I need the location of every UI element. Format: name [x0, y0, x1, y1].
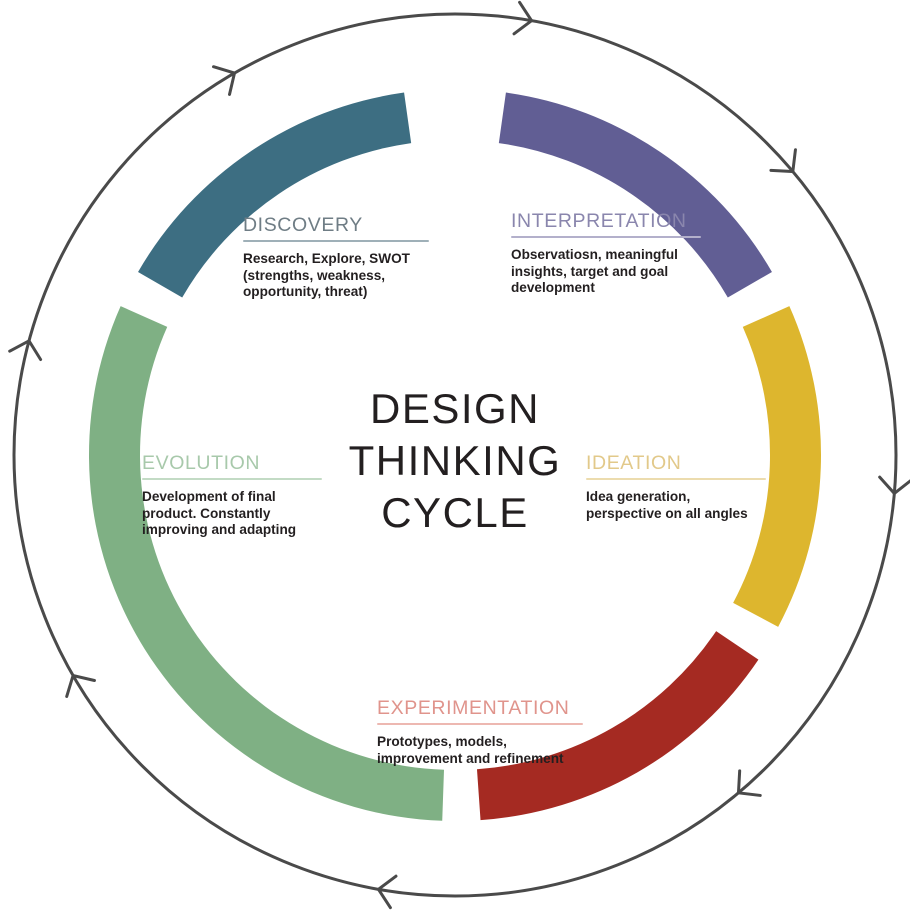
- stage-arc-interpretation[interactable]: [498, 92, 772, 298]
- ring-arrow-icon: [212, 65, 237, 96]
- center-title: DESIGN THINKING CYCLE: [305, 383, 605, 539]
- stage-body-line: development: [511, 280, 595, 295]
- center-title-line-2: THINKING: [348, 437, 562, 484]
- outer-ring: [8, 0, 910, 910]
- stage-body-evolution: Development of final product. Constantly…: [142, 489, 322, 539]
- ring-arrow-icon: [878, 475, 910, 496]
- stage-body-line: Development of final: [142, 489, 276, 504]
- stage-label-ideation: IDEATION Idea generation, perspective on…: [586, 452, 766, 522]
- stage-title-evolution: EVOLUTION: [142, 452, 261, 474]
- stage-arc-experimentation[interactable]: [476, 631, 759, 821]
- stage-title-discovery: DISCOVERY: [243, 214, 363, 236]
- stage-body-line: insights, target and goal: [511, 263, 669, 279]
- stage-arc-evolution[interactable]: [89, 306, 445, 821]
- stage-body-line: improvement and refinement: [377, 750, 564, 766]
- stage-label-interpretation: INTERPRETATION Observatiosn, meaningful …: [511, 210, 701, 297]
- stage-body-line: perspective on all angles: [586, 505, 748, 521]
- outer-ring-circle: [12, 12, 898, 898]
- stage-body-ideation: Idea generation, perspective on all angl…: [586, 489, 766, 522]
- stage-body-line: improving and adapting: [142, 522, 297, 537]
- stage-rule-interpretation: [511, 236, 701, 238]
- ring-arrow-icon: [65, 673, 96, 698]
- stage-rule-evolution: [142, 478, 322, 480]
- stage-body-line: Observatiosn, meaningful: [511, 247, 678, 262]
- stage-rule-experimentation: [377, 723, 583, 725]
- stage-body-experimentation: Prototypes, models, improvement and refi…: [377, 734, 583, 767]
- stage-body-line: (strengths, weakness,: [243, 267, 386, 283]
- stage-title-ideation: IDEATION: [586, 452, 682, 474]
- ring-arrow-icon: [769, 148, 797, 174]
- stage-label-evolution: EVOLUTION Development of final product. …: [142, 452, 322, 539]
- ring-arrow-icon: [8, 338, 43, 361]
- stage-title-experimentation: EXPERIMENTATION: [377, 697, 570, 719]
- stage-body-line: Prototypes, models,: [377, 734, 507, 749]
- stage-body-line: Research, Explore, SWOT: [243, 251, 410, 266]
- stage-body-discovery: Research, Explore, SWOT (strengths, weak…: [243, 251, 429, 301]
- stage-label-experimentation: EXPERIMENTATION Prototypes, models, impr…: [377, 697, 583, 767]
- ring-arrow-icon: [512, 0, 534, 36]
- ring-arrow-icon: [376, 874, 398, 910]
- stage-body-line: Idea generation,: [586, 489, 691, 504]
- stage-arc-ideation[interactable]: [733, 306, 822, 627]
- stage-label-discovery: DISCOVERY Research, Explore, SWOT (stren…: [243, 214, 429, 301]
- stage-body-line: opportunity, threat): [243, 284, 368, 299]
- stage-body-line: product. Constantly: [142, 505, 271, 521]
- ring-arrow-icon: [736, 769, 762, 797]
- stage-body-interpretation: Observatiosn, meaningful insights, targe…: [511, 247, 701, 297]
- stage-arc-discovery[interactable]: [138, 92, 412, 298]
- stage-rule-ideation: [586, 478, 766, 480]
- stage-rule-discovery: [243, 240, 429, 242]
- center-title-line-1: DESIGN: [369, 385, 541, 432]
- stage-title-interpretation: INTERPRETATION: [511, 210, 687, 232]
- center-title-line-3: CYCLE: [381, 489, 529, 536]
- stage-arc-segments: [89, 92, 822, 821]
